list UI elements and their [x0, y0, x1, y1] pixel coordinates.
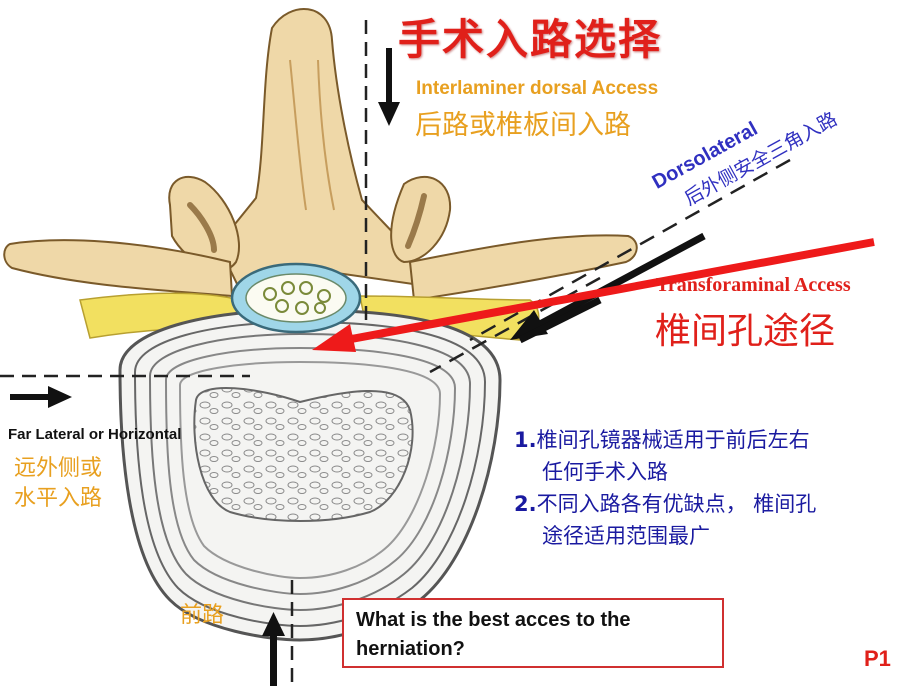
notes-list: 1.椎间孔镜器械适用于前后左右 任何手术入路 2.不同入路各有优缺点， 椎间孔 …	[514, 424, 816, 552]
left-transverse-process	[3, 239, 234, 298]
transforaminal-approach-cn: 椎间孔途径	[655, 311, 836, 352]
oblique-arrow-icon	[510, 232, 706, 344]
dorsal-approach-en: Interlaminer dorsal Access	[416, 78, 659, 99]
spinous-process	[216, 7, 422, 292]
far-lateral-approach-cn-line1: 远外侧或	[14, 456, 103, 481]
cauda-equina	[263, 281, 331, 315]
right-transverse-process	[408, 234, 638, 302]
far-lateral-approach-en: Far Lateral or Horizontal	[8, 426, 182, 443]
right-arrow-icon	[10, 386, 72, 408]
note-text-cont: 任何手术入路	[542, 460, 668, 484]
far-lateral-approach-cn-line2: 水平入路	[14, 486, 103, 511]
dorsolateral-dashed-2	[429, 276, 601, 374]
note-text-cont: 途径适用范围最广	[542, 524, 710, 548]
red-arrow-icon	[312, 238, 875, 352]
question-box: What is the best acces to the herniation…	[342, 598, 724, 668]
note-item: 1.椎间孔镜器械适用于前后左右	[514, 424, 816, 456]
note-text: 椎间孔镜器械适用于前后左右	[536, 428, 810, 452]
down-arrow-icon	[378, 48, 400, 126]
page-title: 手术入路选择	[398, 15, 663, 64]
anterior-approach-cn: 前路	[180, 603, 225, 628]
page-number: P1	[864, 646, 891, 671]
up-arrow-icon	[262, 612, 285, 686]
note-number: 1.	[514, 428, 537, 452]
transforaminal-approach-en: Transforaminal Access	[656, 274, 851, 296]
dorsal-approach-cn: 后路或椎板间入路	[415, 110, 631, 141]
note-number: 2.	[514, 492, 537, 516]
note-item: 2.不同入路各有优缺点， 椎间孔	[514, 488, 816, 520]
note-text: 不同入路各有优缺点， 椎间孔	[536, 492, 817, 516]
nucleus-pulposus	[193, 386, 414, 522]
dorsolateral-dashed-1	[469, 158, 791, 342]
